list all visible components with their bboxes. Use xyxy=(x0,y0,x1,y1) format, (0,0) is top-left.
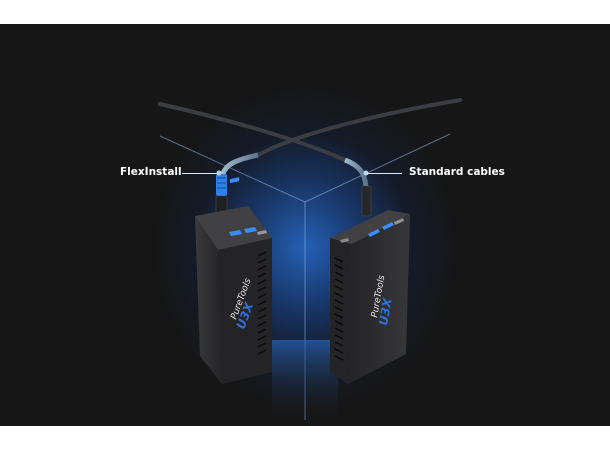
callout-flexinstall: FlexInstall xyxy=(120,166,182,178)
device-right: PureTools U3X xyxy=(330,210,410,384)
product-image: PureTools U3X xyxy=(0,24,610,426)
flexinstall-connector xyxy=(216,174,227,196)
cable-crossing xyxy=(158,98,462,162)
model-label-right: U3X xyxy=(376,296,395,326)
callout-standard-cables: Standard cables xyxy=(409,166,505,178)
vent-slots-right xyxy=(334,257,344,361)
standard-cable xyxy=(344,157,372,217)
device-left: PureTools U3X xyxy=(195,177,272,384)
leader-line-right xyxy=(366,173,402,174)
vent-slots-left xyxy=(257,251,267,355)
light-beam xyxy=(272,340,338,426)
product-scene: PureTools U3X xyxy=(158,98,462,426)
leader-line-left xyxy=(182,173,218,174)
